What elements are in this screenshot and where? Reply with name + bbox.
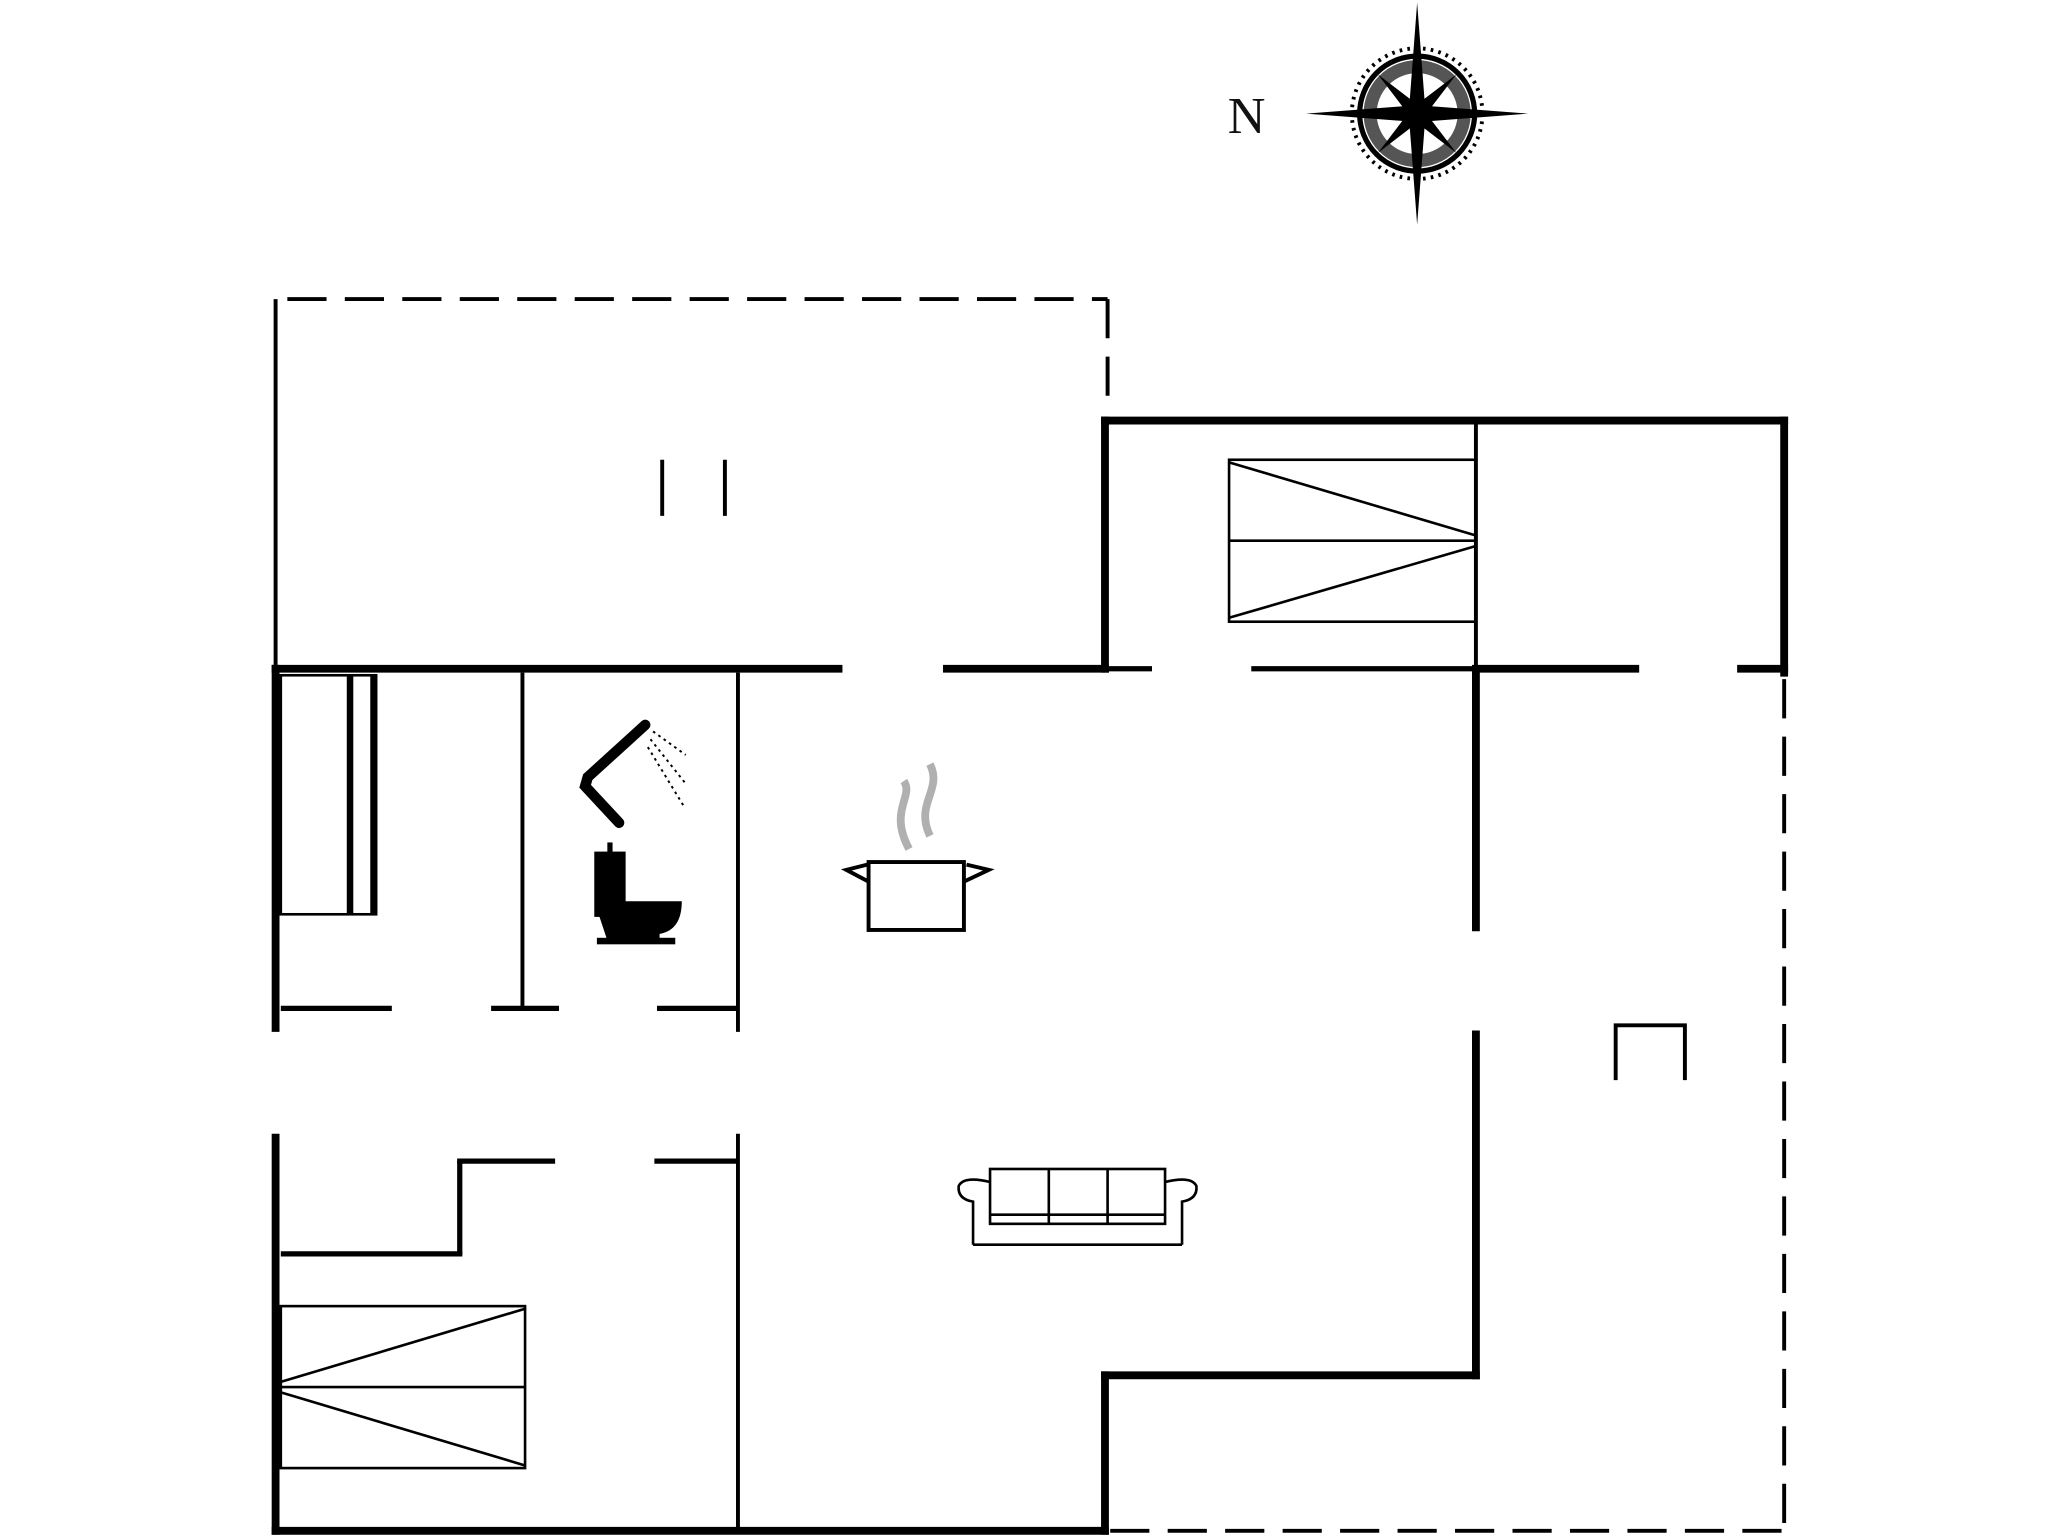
north-label: N (1228, 87, 1266, 145)
exterior-walls (271, 416, 1789, 1535)
toilet-icon (594, 842, 682, 945)
bed-icon (1227, 458, 1478, 624)
shower-icon (579, 719, 687, 829)
sofa-icon (957, 1167, 1198, 1247)
interior-walls (273, 299, 1687, 1531)
wardrobe (279, 673, 378, 916)
compass-rose-icon (1306, 2, 1529, 225)
bed-icon (279, 1304, 527, 1470)
cooking-pot-icon (840, 762, 995, 932)
dashed-outline (287, 297, 1787, 1533)
